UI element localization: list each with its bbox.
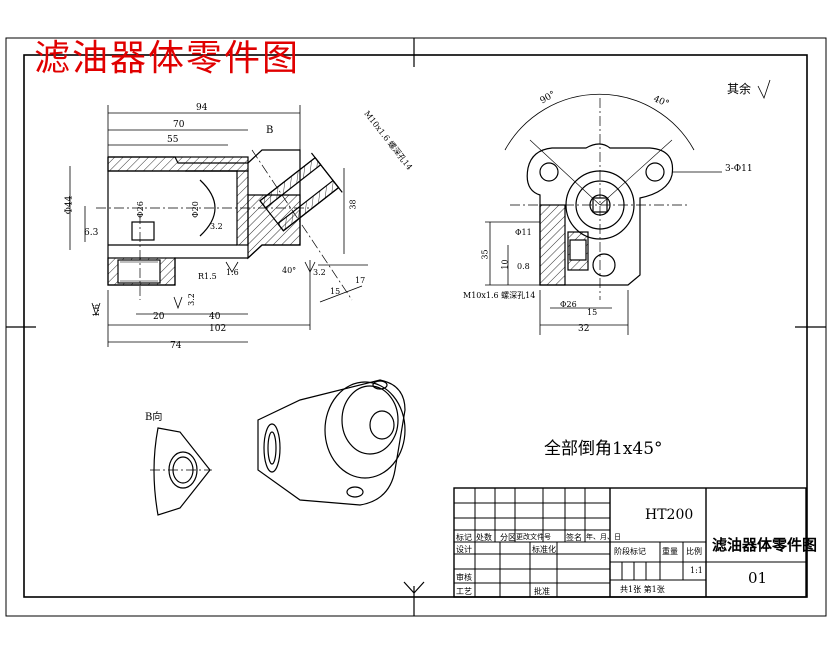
- thread-note: M10x1.6 螺深孔14: [463, 291, 536, 300]
- stage-label: 阶段标记: [614, 547, 646, 556]
- dim-70: 70: [173, 120, 185, 130]
- dim-94: 94: [196, 103, 208, 113]
- b-view: [150, 427, 212, 516]
- sheet-outer-border: [5, 37, 827, 617]
- dim-3-holes: 3-Φ11: [725, 164, 753, 174]
- weight-label: 重量: [662, 547, 678, 556]
- dim-phi44: Φ44: [64, 195, 75, 215]
- scale-value: 1:1: [690, 566, 703, 575]
- dim-102: 102: [209, 324, 227, 334]
- rev-header-mark: 标记: [456, 533, 472, 542]
- dim-angle-30: 40°: [282, 266, 297, 275]
- title-block-grid: [453, 487, 807, 598]
- ra-6-3: 6.3: [84, 228, 99, 238]
- scale-label: 比例: [686, 547, 702, 556]
- rev-header-count: 处数: [476, 533, 492, 542]
- dim-phi11: Φ11: [515, 228, 532, 237]
- surface-finish-other-note: 其余: [727, 82, 752, 96]
- dim-55: 55: [167, 135, 179, 145]
- dim-15: 15: [330, 287, 341, 296]
- standardize-label: 标准化: [532, 545, 556, 554]
- sheets-label: 共1张 第1张: [620, 585, 665, 594]
- dim-phi20: Φ20: [190, 201, 200, 218]
- design-label: 设计: [456, 545, 472, 554]
- ra-1-6-left: 1.6: [91, 304, 101, 317]
- approve-label: 批准: [534, 587, 550, 596]
- chamfer-note: 全部倒角1x45°: [544, 439, 663, 459]
- ra-3-2-right: 3.2: [313, 268, 326, 277]
- part-name-label: 滤油器体零件图: [712, 536, 818, 554]
- drawing-number: 01: [748, 569, 768, 587]
- dim-40: 40: [209, 312, 221, 322]
- dim-74: 74: [170, 341, 182, 351]
- rev-header-docno: 更改文件号: [516, 533, 551, 541]
- dim-phi-bottom: Φ26: [560, 300, 577, 309]
- ra-3-2-left: 3.2: [186, 293, 196, 306]
- drawing-frame: [23, 54, 808, 598]
- material-label: HT200: [645, 507, 694, 523]
- page-title: 滤油器体零件图: [34, 38, 301, 79]
- rev-header-date: 年、月、日: [586, 533, 621, 541]
- dim-phi-bore: Φ26: [135, 201, 145, 218]
- ra-1-6-main: 1.6: [226, 268, 239, 277]
- dim-17: 17: [355, 276, 366, 285]
- dim-38: 38: [348, 199, 358, 210]
- side-view: [504, 93, 695, 300]
- view-arrow-b-label: B: [266, 125, 274, 136]
- main-section-view: [96, 149, 353, 301]
- view-b-label: B向: [145, 412, 163, 423]
- dimension-lines-main: [69, 105, 368, 347]
- review-label: 审核: [456, 573, 472, 582]
- dimension-lines-side: [485, 79, 771, 335]
- dim-32: 32: [578, 324, 590, 334]
- dim-35: 35: [480, 249, 490, 260]
- ra-0-8: 0.8: [517, 262, 530, 271]
- dim-20: 20: [153, 312, 165, 322]
- dim-10: 10: [500, 259, 510, 270]
- dim-r1-5: R1.5: [198, 272, 217, 281]
- centering-marks: [6, 38, 826, 616]
- ra-3-2-inner: 3.2: [210, 222, 223, 231]
- isometric-view: [257, 379, 406, 506]
- rev-header-sign: 签名: [566, 533, 582, 542]
- dim-15-side: 15: [587, 308, 598, 317]
- rev-header-zone: 分区: [500, 533, 516, 542]
- process-label: 工艺: [456, 587, 472, 596]
